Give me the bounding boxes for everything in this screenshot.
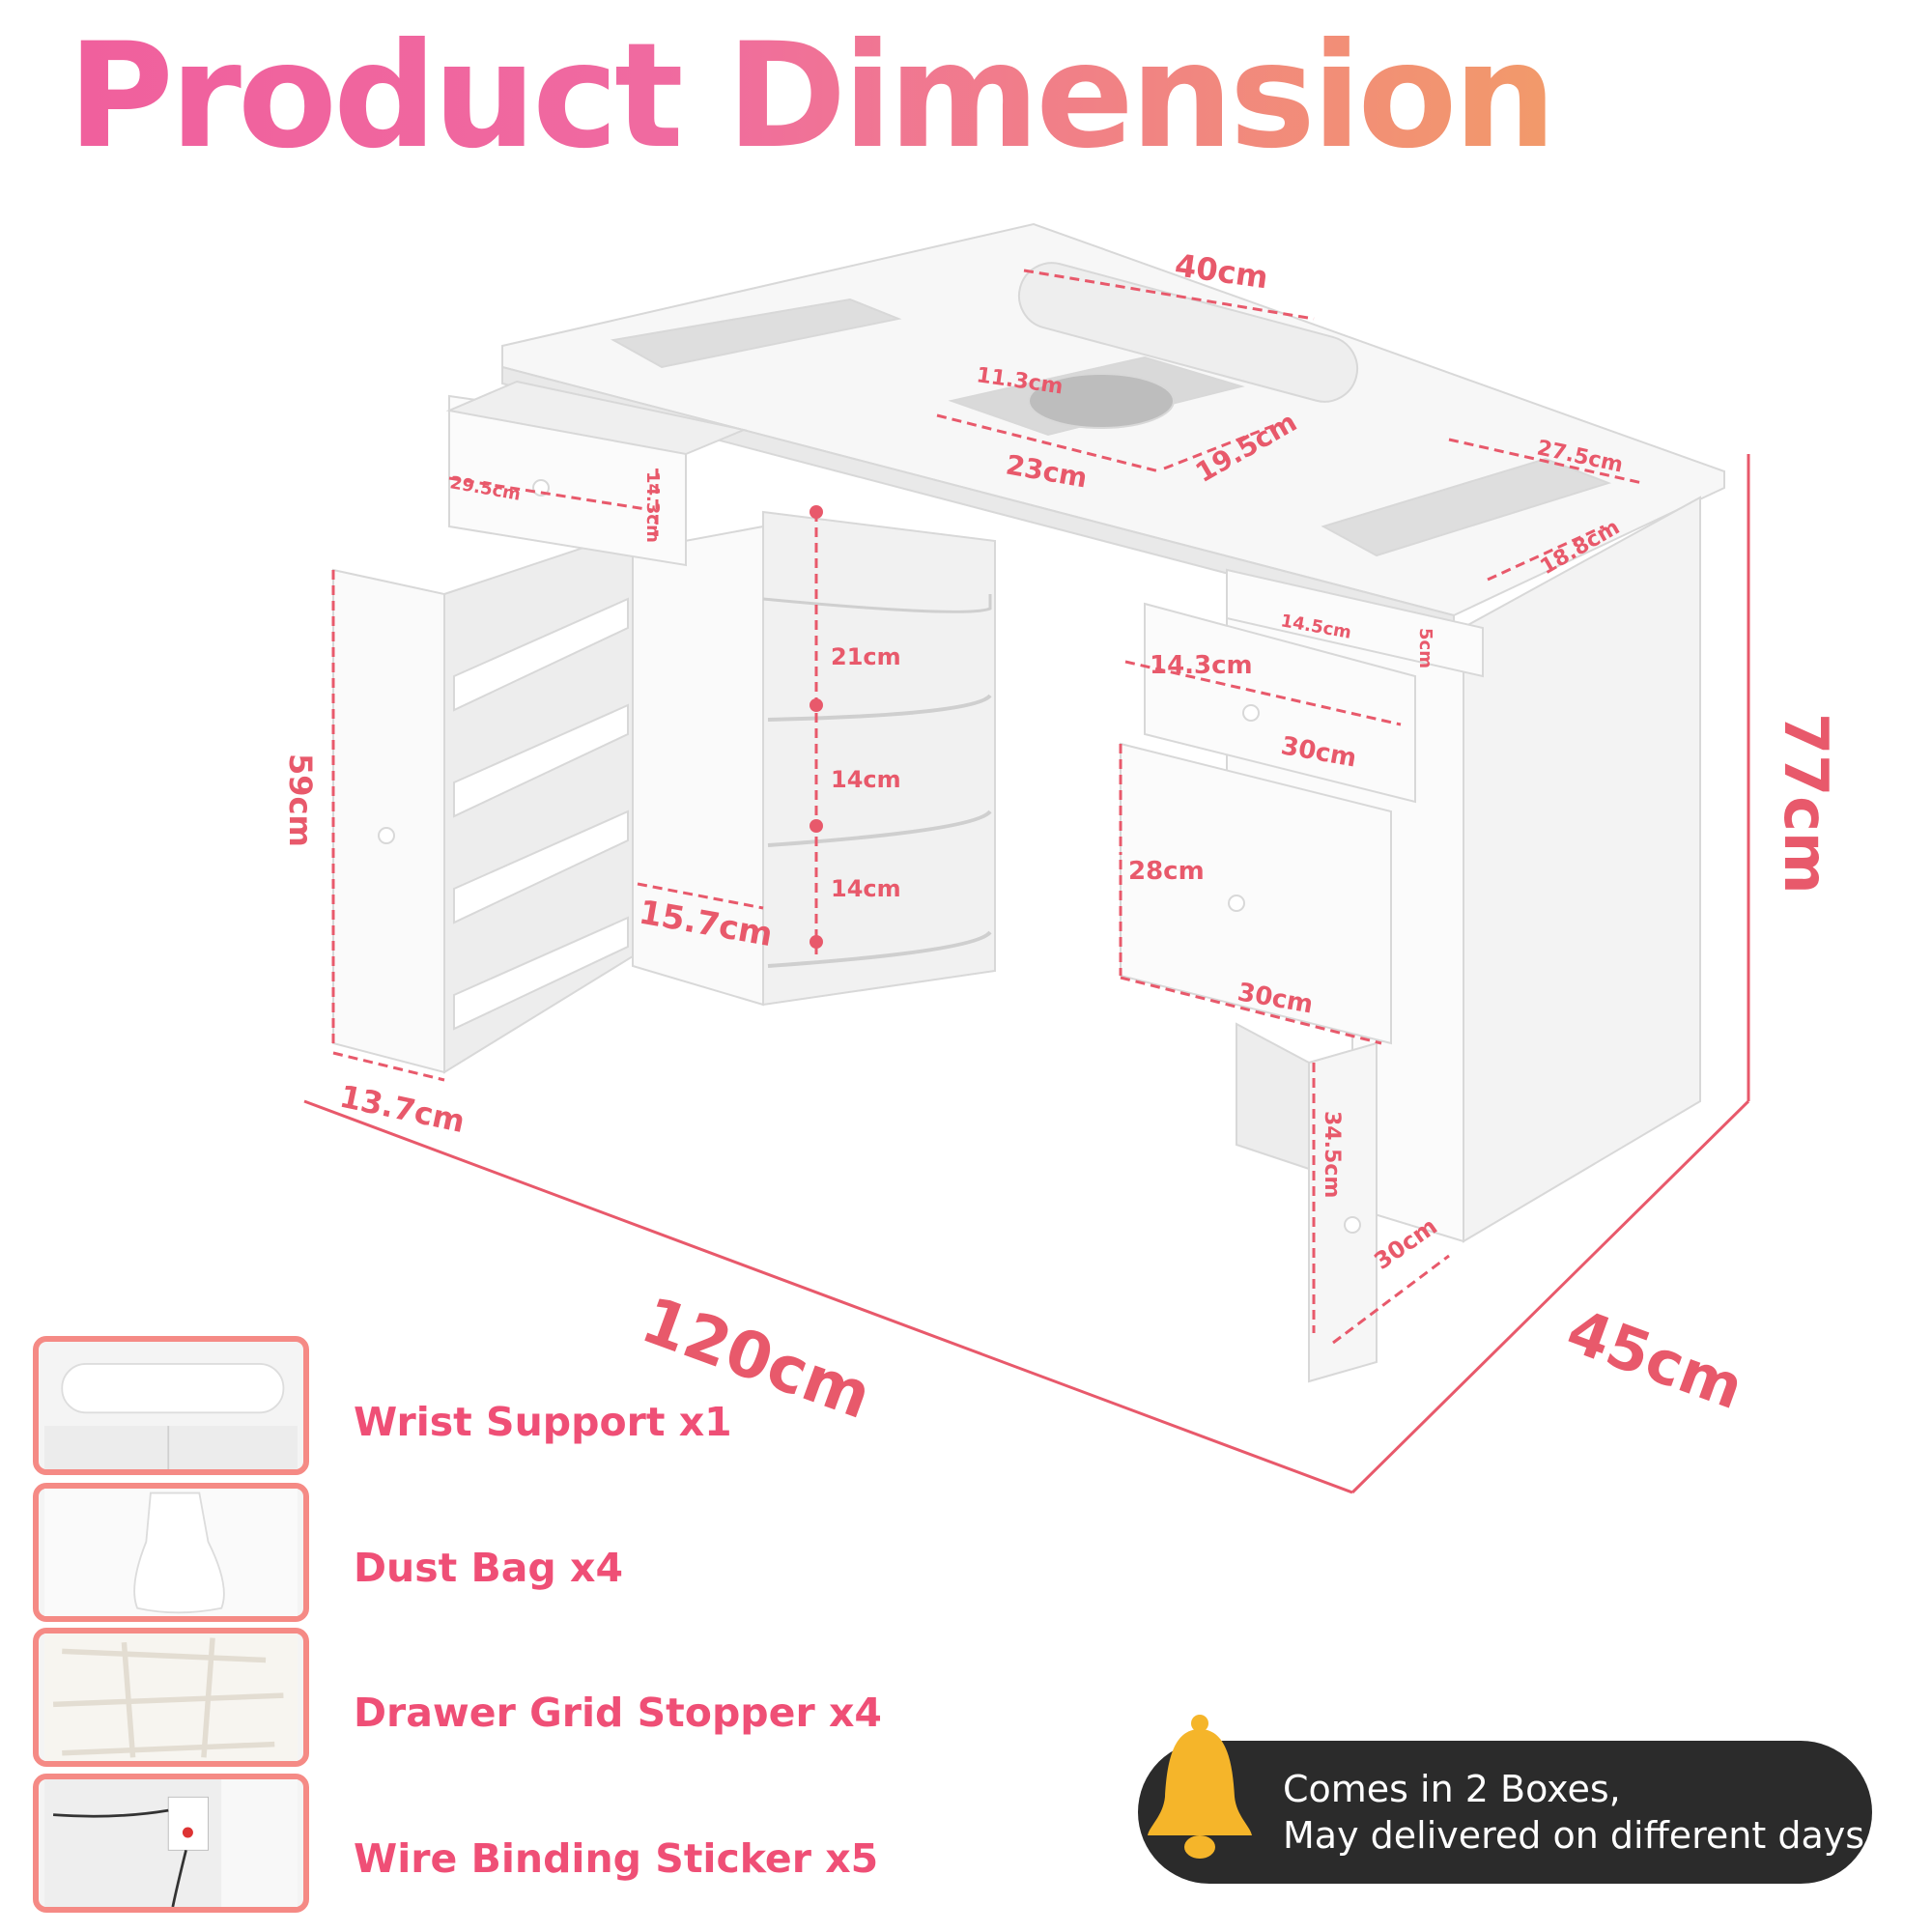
delivery-notice: Comes in 2 Boxes, May delivered on diffe… bbox=[1138, 1741, 1872, 1884]
depth-label: 45cm bbox=[1558, 1294, 1752, 1423]
accessory-label-dust-bag: Dust Bag x4 bbox=[354, 1545, 624, 1591]
right-drawer2-height-label: 28cm bbox=[1128, 857, 1205, 886]
accessory-label-wire-sticker: Wire Binding Sticker x5 bbox=[354, 1835, 879, 1882]
delivery-notice-line1: Comes in 2 Boxes, bbox=[1283, 1768, 1621, 1810]
dust-bag-icon bbox=[43, 1489, 298, 1616]
accessory-thumb-wire-sticker bbox=[33, 1774, 309, 1913]
accessory-label-drawer-grid: Drawer Grid Stopper x4 bbox=[354, 1690, 882, 1736]
shelf-markers bbox=[810, 505, 823, 949]
wire-sticker-icon bbox=[43, 1779, 298, 1907]
shelf-top-label: 21cm bbox=[831, 643, 901, 670]
delivery-notice-line2: May delivered on different days bbox=[1283, 1814, 1865, 1857]
wrist-support-icon bbox=[43, 1363, 298, 1469]
left-cabinet-height-label: 59cm bbox=[282, 753, 319, 847]
shelf-mid-label: 14cm bbox=[831, 766, 901, 793]
right-drawer1-height-label: 14.3cm bbox=[1150, 651, 1253, 680]
accessory-label-wrist-support: Wrist Support x1 bbox=[354, 1399, 732, 1445]
right-cabinet-height-label: 34.5cm bbox=[1320, 1111, 1344, 1198]
accessory-thumb-dust-bag bbox=[33, 1483, 309, 1622]
desk-body bbox=[332, 222, 1725, 1383]
drawer-grid-icon bbox=[43, 1634, 298, 1761]
shelf-bottom-label: 14cm bbox=[831, 875, 901, 902]
left-cabinet-depth-label: 13.7cm bbox=[336, 1078, 468, 1140]
bell-icon bbox=[1148, 1715, 1252, 1859]
page-title: Product Dimension bbox=[68, 13, 1556, 181]
left-drawer-height-label: 14.3cm bbox=[642, 471, 663, 543]
delivery-notice-text: Comes in 2 Boxes, May delivered on diffe… bbox=[1283, 1766, 1864, 1859]
accessory-thumb-drawer-grid bbox=[33, 1628, 309, 1767]
height-label: 77cm bbox=[1771, 713, 1841, 895]
accessory-thumb-wrist-support bbox=[33, 1336, 309, 1475]
small-drawer-height-label: 5cm bbox=[1415, 628, 1435, 668]
dimension-lines bbox=[303, 269, 1750, 1494]
